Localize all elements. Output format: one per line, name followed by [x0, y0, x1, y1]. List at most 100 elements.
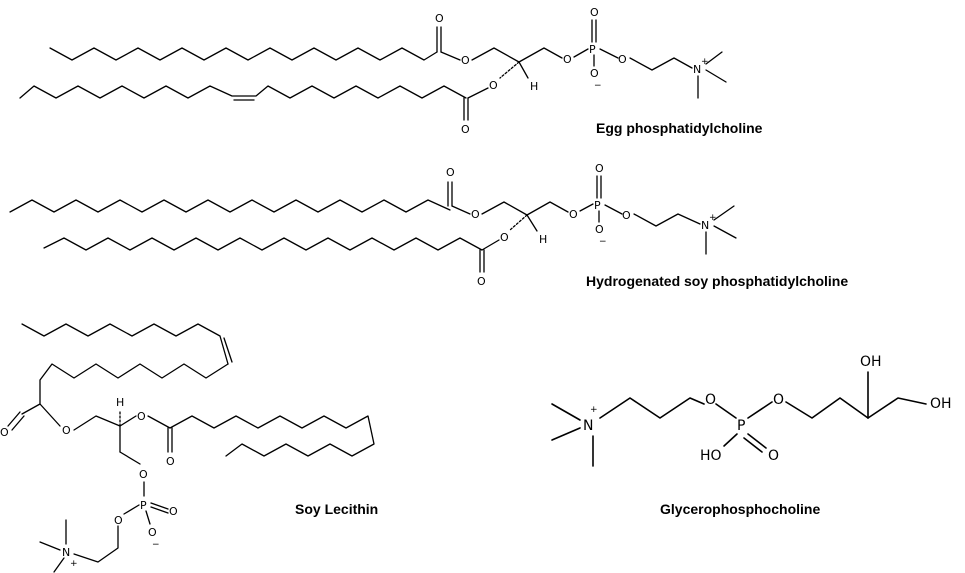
gpc-op-bond-2	[747, 401, 773, 419]
soy-lecithin-carbonyl-1b	[11, 415, 25, 431]
gpc-po-double-b	[743, 437, 763, 453]
soy-lecithin-po-double-b	[150, 506, 169, 514]
egg-pc-hydrogen: H	[530, 80, 538, 93]
egg-pc-oxygen-phosphate-1: O	[563, 53, 572, 66]
soy-lecithin-po-double	[150, 502, 169, 510]
gpc-oxygen-po: O	[768, 448, 779, 464]
soy-lecithin-charge-plus: +	[70, 559, 78, 569]
soy-lecithin-ester-bond-2	[147, 415, 171, 429]
soy-lecithin-cis-double	[223, 337, 233, 363]
hspc-methyl-2	[713, 225, 737, 239]
egg-pc-nitrogen: N	[693, 63, 701, 76]
gpc-oxygen-1: O	[705, 392, 716, 408]
hspc-oxygen-phosphate-1: O	[569, 208, 578, 221]
caption-glycerophosphocholine: Glycerophosphocholine	[660, 501, 820, 517]
glycerophosphocholine-structure: N + O P O HO O OH OH	[551, 354, 952, 467]
hspc-hydrogen: H	[539, 233, 547, 246]
egg-pc-oxygen-minus: O	[590, 67, 599, 80]
soy-lecithin-phosphorus: P	[140, 499, 147, 512]
soy-lecithin-chain-1-head	[21, 363, 229, 415]
soy-lecithin-oxygen-carbonyl-2: O	[166, 455, 175, 468]
soy-lecithin-hydrogen: H	[116, 396, 124, 409]
soy-lecithin-ester-bond-1	[39, 403, 61, 427]
hspc-oxygen-carbonyl-2: O	[477, 275, 486, 288]
hspc-charge-plus: +	[709, 213, 717, 223]
gpc-poh-bond	[723, 433, 738, 447]
soy-lecithin-oxygen-phosphate-1: O	[139, 468, 148, 481]
soy-lecithin-ch2-o-bond	[119, 451, 141, 465]
hspc-charge-minus: −	[599, 237, 607, 247]
egg-pc-stereo-h-bond	[518, 61, 529, 79]
egg-pc-methyl-2	[705, 69, 727, 83]
hspc-ester-bond-2	[481, 239, 500, 251]
gpc-po-double	[747, 433, 767, 449]
egg-pc-sn1-chain	[49, 47, 438, 61]
gpc-hydroxyl-3: OH	[930, 396, 952, 412]
hspc-stereo-h-bond	[526, 214, 538, 232]
soy-lecithin-glycerol-1	[73, 415, 121, 431]
hspc-oxygen-minus: O	[595, 223, 604, 236]
soy-lecithin-po-bond-2	[123, 504, 140, 515]
hspc-choline-chain	[633, 213, 701, 227]
egg-pc-sn2-chain	[19, 85, 467, 99]
hspc-glycerol-backbone	[481, 201, 569, 216]
hspc-phosphorus: P	[594, 199, 601, 212]
soy-lecithin-choline-chain	[73, 525, 119, 563]
hspc-sn2-chain	[43, 237, 483, 251]
gpc-hydroxyl-2: OH	[860, 354, 882, 370]
egg-pc-ester-bond-2	[467, 87, 489, 99]
egg-pc-op-bond	[573, 48, 589, 58]
hspc-po-bond-2	[604, 204, 623, 215]
soy-lecithin-oxygen-po: O	[169, 505, 178, 518]
soy-lecithin-po-minus-bond	[145, 510, 151, 525]
egg-pc-po-bond-2	[599, 48, 619, 59]
egg-pc-charge-plus: +	[701, 57, 709, 67]
egg-pc-phosphorus: P	[589, 43, 596, 56]
soy-lecithin-c2-o-bond	[119, 415, 137, 427]
soy-lecithin-methyl-2	[39, 541, 61, 551]
egg-pc-methyl-1	[705, 51, 723, 65]
egg-pc-oxygen-po: O	[590, 6, 599, 19]
soy-lecithin-structure: O O H O O O P O O − O N +	[0, 323, 375, 573]
soy-lecithin-nitrogen: N	[62, 546, 70, 559]
gpc-charge-plus: +	[590, 405, 598, 415]
hspc-oxygen-po: O	[595, 162, 604, 175]
hspc-ester-bond-1	[451, 205, 471, 215]
caption-hydrogenated-soy-phosphatidylcholine: Hydrogenated soy phosphatidylcholine	[586, 273, 848, 289]
gpc-glycerol-chain-1	[785, 397, 869, 419]
egg-pc-oxygen-carbonyl-1: O	[435, 12, 444, 25]
egg-pc-oxygen-phosphate-2: O	[618, 53, 627, 66]
hspc-sn1-chain	[9, 199, 451, 213]
hspc-oxygen-carbonyl-1: O	[446, 166, 455, 179]
hydrogenated-soy-pc-structure: O O O P O O − O N + H O O	[9, 162, 737, 288]
soy-lecithin-oxygen-ester-1: O	[62, 424, 71, 437]
hspc-methyl-1	[713, 205, 735, 221]
egg-pc-oxygen-carbonyl-2: O	[461, 123, 470, 136]
caption-egg-phosphatidylcholine: Egg phosphatidylcholine	[596, 120, 763, 136]
soy-lecithin-oxygen-minus: O	[148, 526, 157, 539]
egg-pc-hashed-bond	[499, 61, 520, 79]
soy-lecithin-chain-1-tail	[21, 323, 229, 365]
hspc-oxygen-ester-2: O	[500, 231, 509, 244]
egg-phosphatidylcholine-structure: O O O P O O − O N + H O O	[19, 6, 727, 136]
hspc-oxygen-phosphate-2: O	[622, 209, 631, 222]
soy-lecithin-chain-2	[169, 415, 375, 457]
gpc-methyl-2	[551, 427, 581, 441]
egg-pc-ester-bond-1	[440, 51, 461, 61]
hspc-oxygen-ester-1: O	[471, 208, 480, 221]
hspc-hashed-bond	[509, 214, 528, 231]
egg-pc-charge-minus: −	[594, 81, 602, 91]
soy-lecithin-oxygen-phosphate-2: O	[114, 514, 123, 527]
gpc-hydroxyl-phosphate: HO	[700, 448, 722, 464]
caption-soy-lecithin: Soy Lecithin	[295, 501, 378, 517]
hspc-op-bond	[579, 203, 594, 212]
soy-lecithin-charge-minus: −	[152, 540, 160, 550]
egg-pc-oxygen-ester-2: O	[489, 79, 498, 92]
gpc-op-bond-1	[715, 403, 737, 419]
gpc-phosphorus: P	[737, 418, 745, 434]
gpc-oxygen-2: O	[773, 392, 784, 408]
soy-lecithin-methyl-3	[53, 557, 65, 573]
hspc-nitrogen: N	[701, 219, 709, 232]
soy-lecithin-oxygen-ester-2: O	[137, 410, 146, 423]
soy-lecithin-carbonyl-1	[7, 411, 21, 427]
